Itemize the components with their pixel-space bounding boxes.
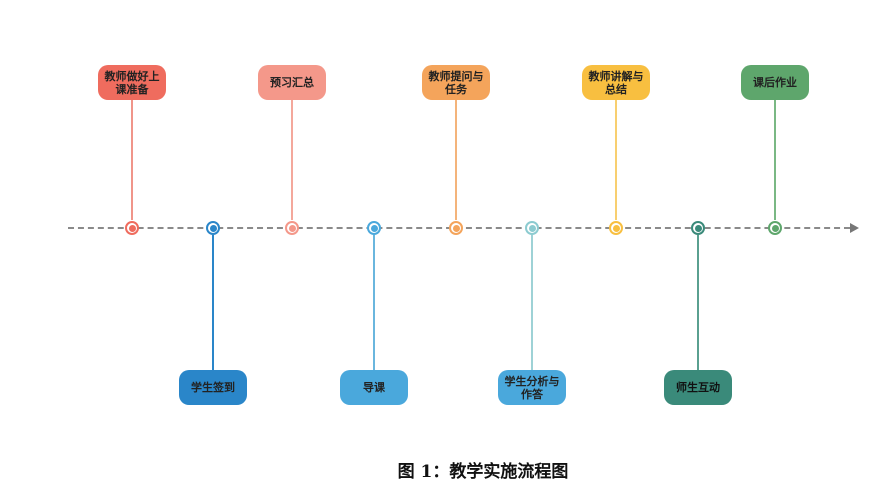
timeline-node bbox=[285, 221, 299, 235]
arrow-head-icon bbox=[850, 223, 859, 233]
node-dot bbox=[371, 225, 378, 232]
timeline-node bbox=[206, 221, 220, 235]
connector-line bbox=[531, 235, 533, 370]
step-box: 师生互动 bbox=[664, 370, 732, 405]
connector-line bbox=[774, 100, 776, 220]
timeline-node bbox=[691, 221, 705, 235]
timeline-node bbox=[125, 221, 139, 235]
connector-line bbox=[697, 235, 699, 370]
timeline-node bbox=[525, 221, 539, 235]
node-dot bbox=[772, 225, 779, 232]
connector-line bbox=[212, 235, 214, 370]
step-box: 学生签到 bbox=[179, 370, 247, 405]
node-dot bbox=[529, 225, 536, 232]
figure-caption: 图 1：教学实施流程图 bbox=[397, 462, 569, 482]
node-dot bbox=[210, 225, 217, 232]
timeline-node bbox=[367, 221, 381, 235]
timeline-node bbox=[449, 221, 463, 235]
timeline-node bbox=[768, 221, 782, 235]
node-dot bbox=[613, 225, 620, 232]
node-dot bbox=[695, 225, 702, 232]
node-dot bbox=[453, 225, 460, 232]
node-dot bbox=[289, 225, 296, 232]
connector-line bbox=[291, 100, 293, 220]
step-box: 预习汇总 bbox=[258, 65, 326, 100]
step-box: 教师提问与任务 bbox=[422, 65, 490, 100]
connector-line bbox=[615, 100, 617, 220]
connector-line bbox=[455, 100, 457, 220]
connector-line bbox=[131, 100, 133, 220]
step-box: 导课 bbox=[340, 370, 408, 405]
node-dot bbox=[129, 225, 136, 232]
step-box: 教师讲解与总结 bbox=[582, 65, 650, 100]
step-box: 课后作业 bbox=[741, 65, 809, 100]
step-box: 教师做好上课准备 bbox=[98, 65, 166, 100]
step-box: 学生分析与作答 bbox=[498, 370, 566, 405]
timeline-node bbox=[609, 221, 623, 235]
connector-line bbox=[373, 235, 375, 370]
